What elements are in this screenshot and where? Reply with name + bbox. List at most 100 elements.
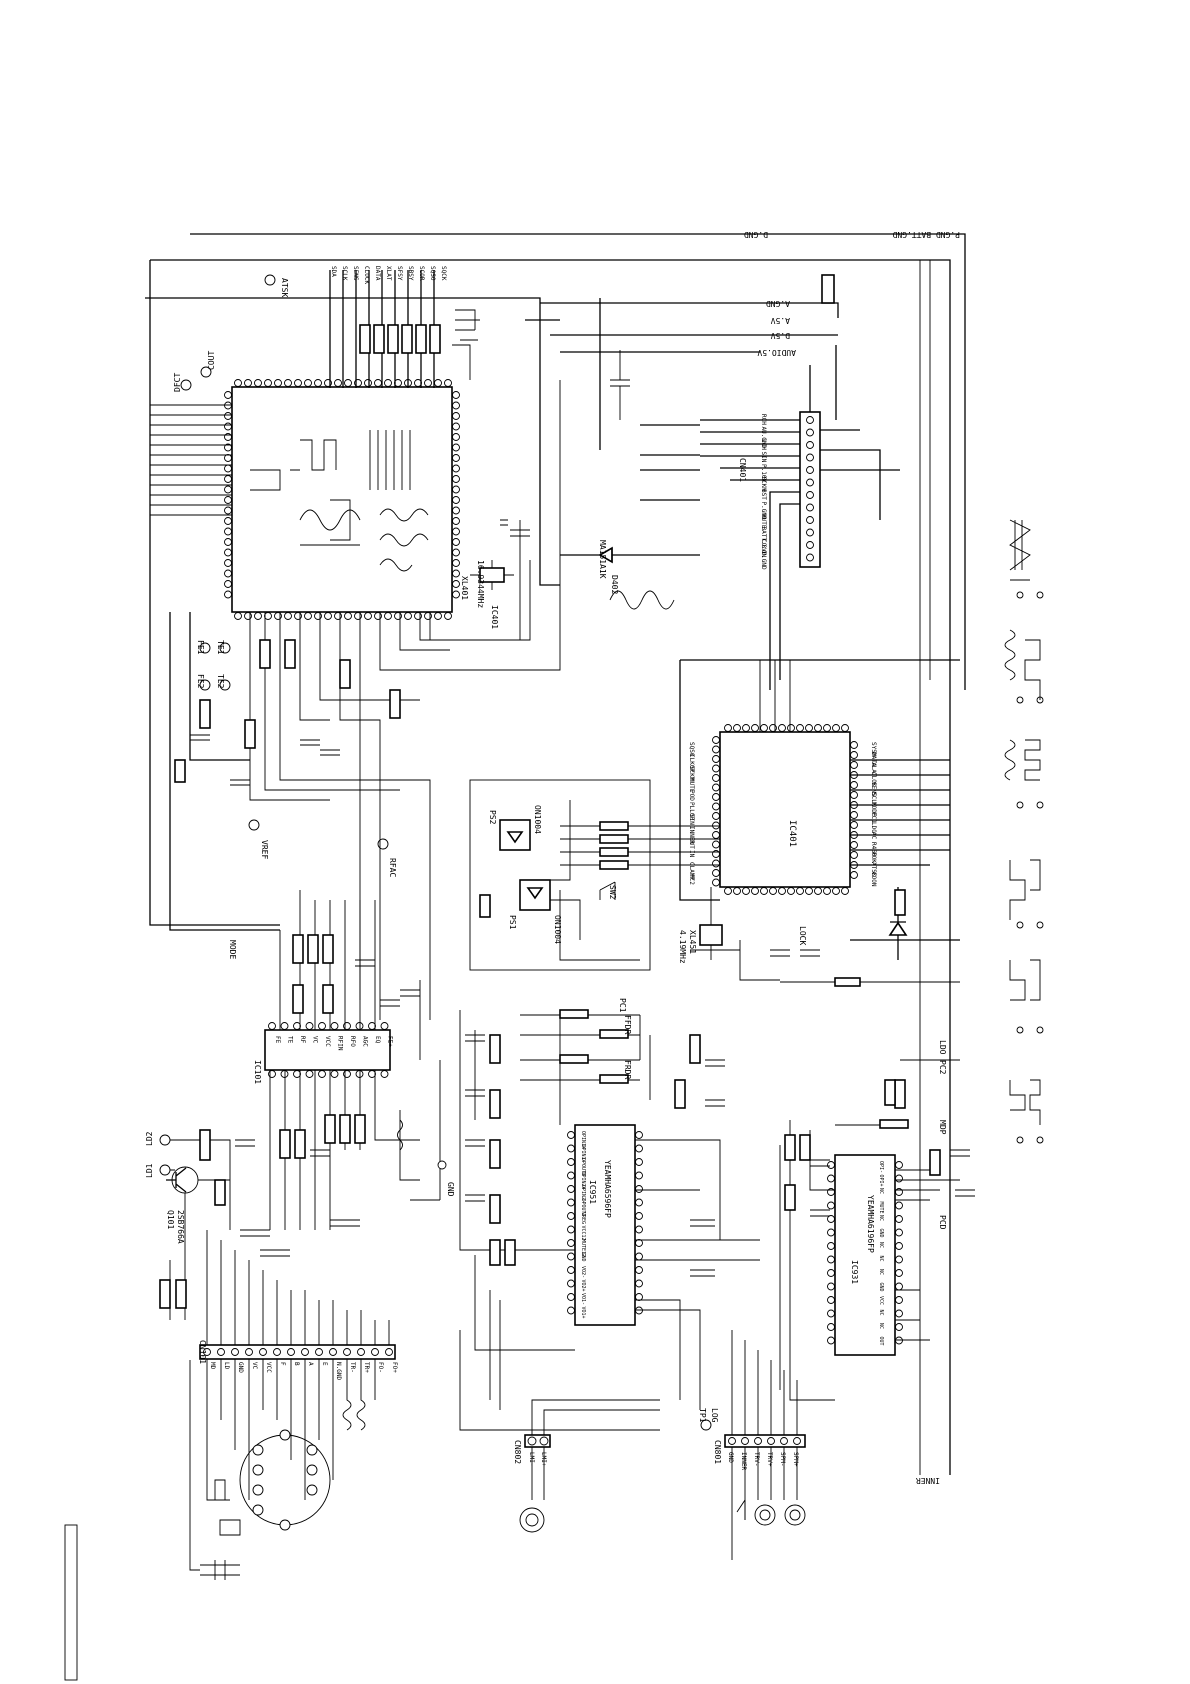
rf-pin — [293, 1070, 301, 1078]
mcu-pin — [712, 802, 720, 811]
cn801-pin-label: INNER — [740, 1452, 747, 1470]
drv1-pin — [567, 1131, 575, 1139]
cn101-pin-label: FO+ — [391, 1362, 398, 1373]
mcu-pin — [850, 841, 858, 849]
dsp-pin — [284, 379, 292, 387]
dsp-top-label: DATA — [374, 266, 381, 281]
dsp-pin — [424, 379, 432, 387]
rf-top-label: VC — [312, 1036, 319, 1044]
xl401-value: 16.9344MHz — [476, 560, 485, 608]
dsp-top-label: SQSO — [429, 266, 436, 281]
mcu-left-label: SCKM — [688, 766, 695, 781]
dsp-pin — [234, 612, 242, 620]
dsp-pin — [234, 379, 242, 387]
cn801-ref: CN801 — [713, 1440, 722, 1464]
d402-label: D402 — [610, 575, 619, 594]
cn401-pin — [806, 516, 814, 524]
cn401-pin-label: RCH — [760, 414, 767, 425]
mcu-pin — [796, 887, 804, 895]
mcu-pin — [760, 887, 768, 895]
dsp-pin — [364, 379, 372, 387]
cn801-pin-label: TRV+ — [766, 1452, 773, 1467]
dsp-pin — [284, 612, 292, 620]
dsp-pin — [452, 464, 460, 473]
drv1-pin-label: OPIN1- — [580, 1145, 586, 1163]
mcu-pin — [814, 887, 822, 895]
rail-a-gnd: A.GND — [766, 299, 790, 308]
cn801-pin — [728, 1437, 736, 1445]
ldo-label: LDO — [938, 1040, 947, 1055]
mcu-pin — [841, 887, 849, 895]
rf-top-label: AGC — [362, 1036, 369, 1047]
cn401-pin — [806, 491, 814, 499]
top-resistor-bank — [329, 270, 480, 388]
dsp-pin — [224, 485, 232, 494]
cn101-pin-label: VC — [251, 1362, 258, 1370]
mcu-pin — [850, 811, 858, 819]
dsp-pin — [452, 506, 460, 515]
drv1-pin — [635, 1171, 643, 1180]
drv2-pin — [895, 1296, 903, 1304]
cn401-pin — [806, 528, 814, 537]
dsp-pin — [452, 590, 460, 599]
mcu-pin — [850, 781, 858, 789]
drv2-pin-label: NC — [878, 1242, 884, 1248]
dsp-pin — [364, 612, 372, 620]
drv2-pin-label: OPI+ — [878, 1175, 884, 1187]
tp-log-label: LOG — [710, 1408, 719, 1423]
mcu-pin — [850, 821, 858, 829]
mcu-right-label: FOK — [870, 852, 877, 863]
mcu-pin — [769, 887, 777, 895]
rf-pin — [355, 1022, 364, 1030]
drv1-pin — [567, 1239, 575, 1247]
drv2-pin — [895, 1255, 903, 1264]
mcu-pin — [850, 871, 858, 879]
drv1-pin — [635, 1185, 643, 1193]
mcu-pin — [742, 724, 750, 732]
cn101-pin — [315, 1348, 323, 1356]
mcu-pin — [832, 887, 840, 895]
xl451 — [690, 887, 960, 987]
cn801-pin-label: SPM- — [779, 1452, 786, 1466]
mcu-right-label: R460 — [870, 842, 877, 857]
dsp-pin — [224, 559, 232, 567]
dsp-pin — [452, 485, 460, 494]
drv2-pin — [827, 1242, 835, 1250]
cn801-pin-label: GND — [727, 1452, 734, 1463]
cn401-pin-label: D.GND — [760, 552, 767, 570]
rf-top-label: FE+ — [387, 1036, 394, 1047]
cn401-pin — [806, 441, 814, 449]
tp1-label: TP1 — [698, 1408, 707, 1423]
drv2-pin-label: NC — [878, 1310, 884, 1316]
mcu-pin — [751, 724, 759, 732]
cn101-pin — [231, 1348, 239, 1356]
rail-d-gnd: D.GND — [744, 230, 768, 239]
mcu-pin — [712, 821, 720, 830]
drv1-pin-label: MUTE12 — [580, 1239, 586, 1257]
cn801-pin — [754, 1437, 762, 1445]
drv1-pin-label: OPIN2+ — [580, 1172, 586, 1190]
mcu-right-label: DATA — [870, 752, 877, 767]
dsp-top-label: SQCK — [440, 266, 447, 281]
mcu-right-label: ATSK — [870, 862, 877, 877]
dsp-pin — [384, 612, 392, 620]
rail-a-5v: A.5V — [771, 316, 790, 325]
mcu-ic — [679, 659, 960, 901]
cn401-pin — [806, 503, 814, 512]
q101-transistor — [159, 1129, 255, 1260]
mcu-pin — [712, 755, 720, 763]
mcu-pin — [712, 736, 720, 744]
mcu-pin — [712, 869, 720, 877]
mcu-right-label: LDO — [870, 822, 877, 833]
drv2-pin-label: NC — [878, 1269, 884, 1275]
drv1-pin-label: GND — [580, 1253, 586, 1262]
mcu-right-label: SENS — [870, 782, 877, 797]
mcu-right-label: CLOK — [870, 772, 877, 787]
dsp-pin — [452, 475, 460, 483]
mcu-left-label: CLKOP — [688, 754, 695, 772]
xl451-label: XL451 — [688, 930, 697, 954]
rf-top-label: FE — [274, 1036, 281, 1044]
cn401-pin-label: CO.ON — [760, 539, 767, 557]
